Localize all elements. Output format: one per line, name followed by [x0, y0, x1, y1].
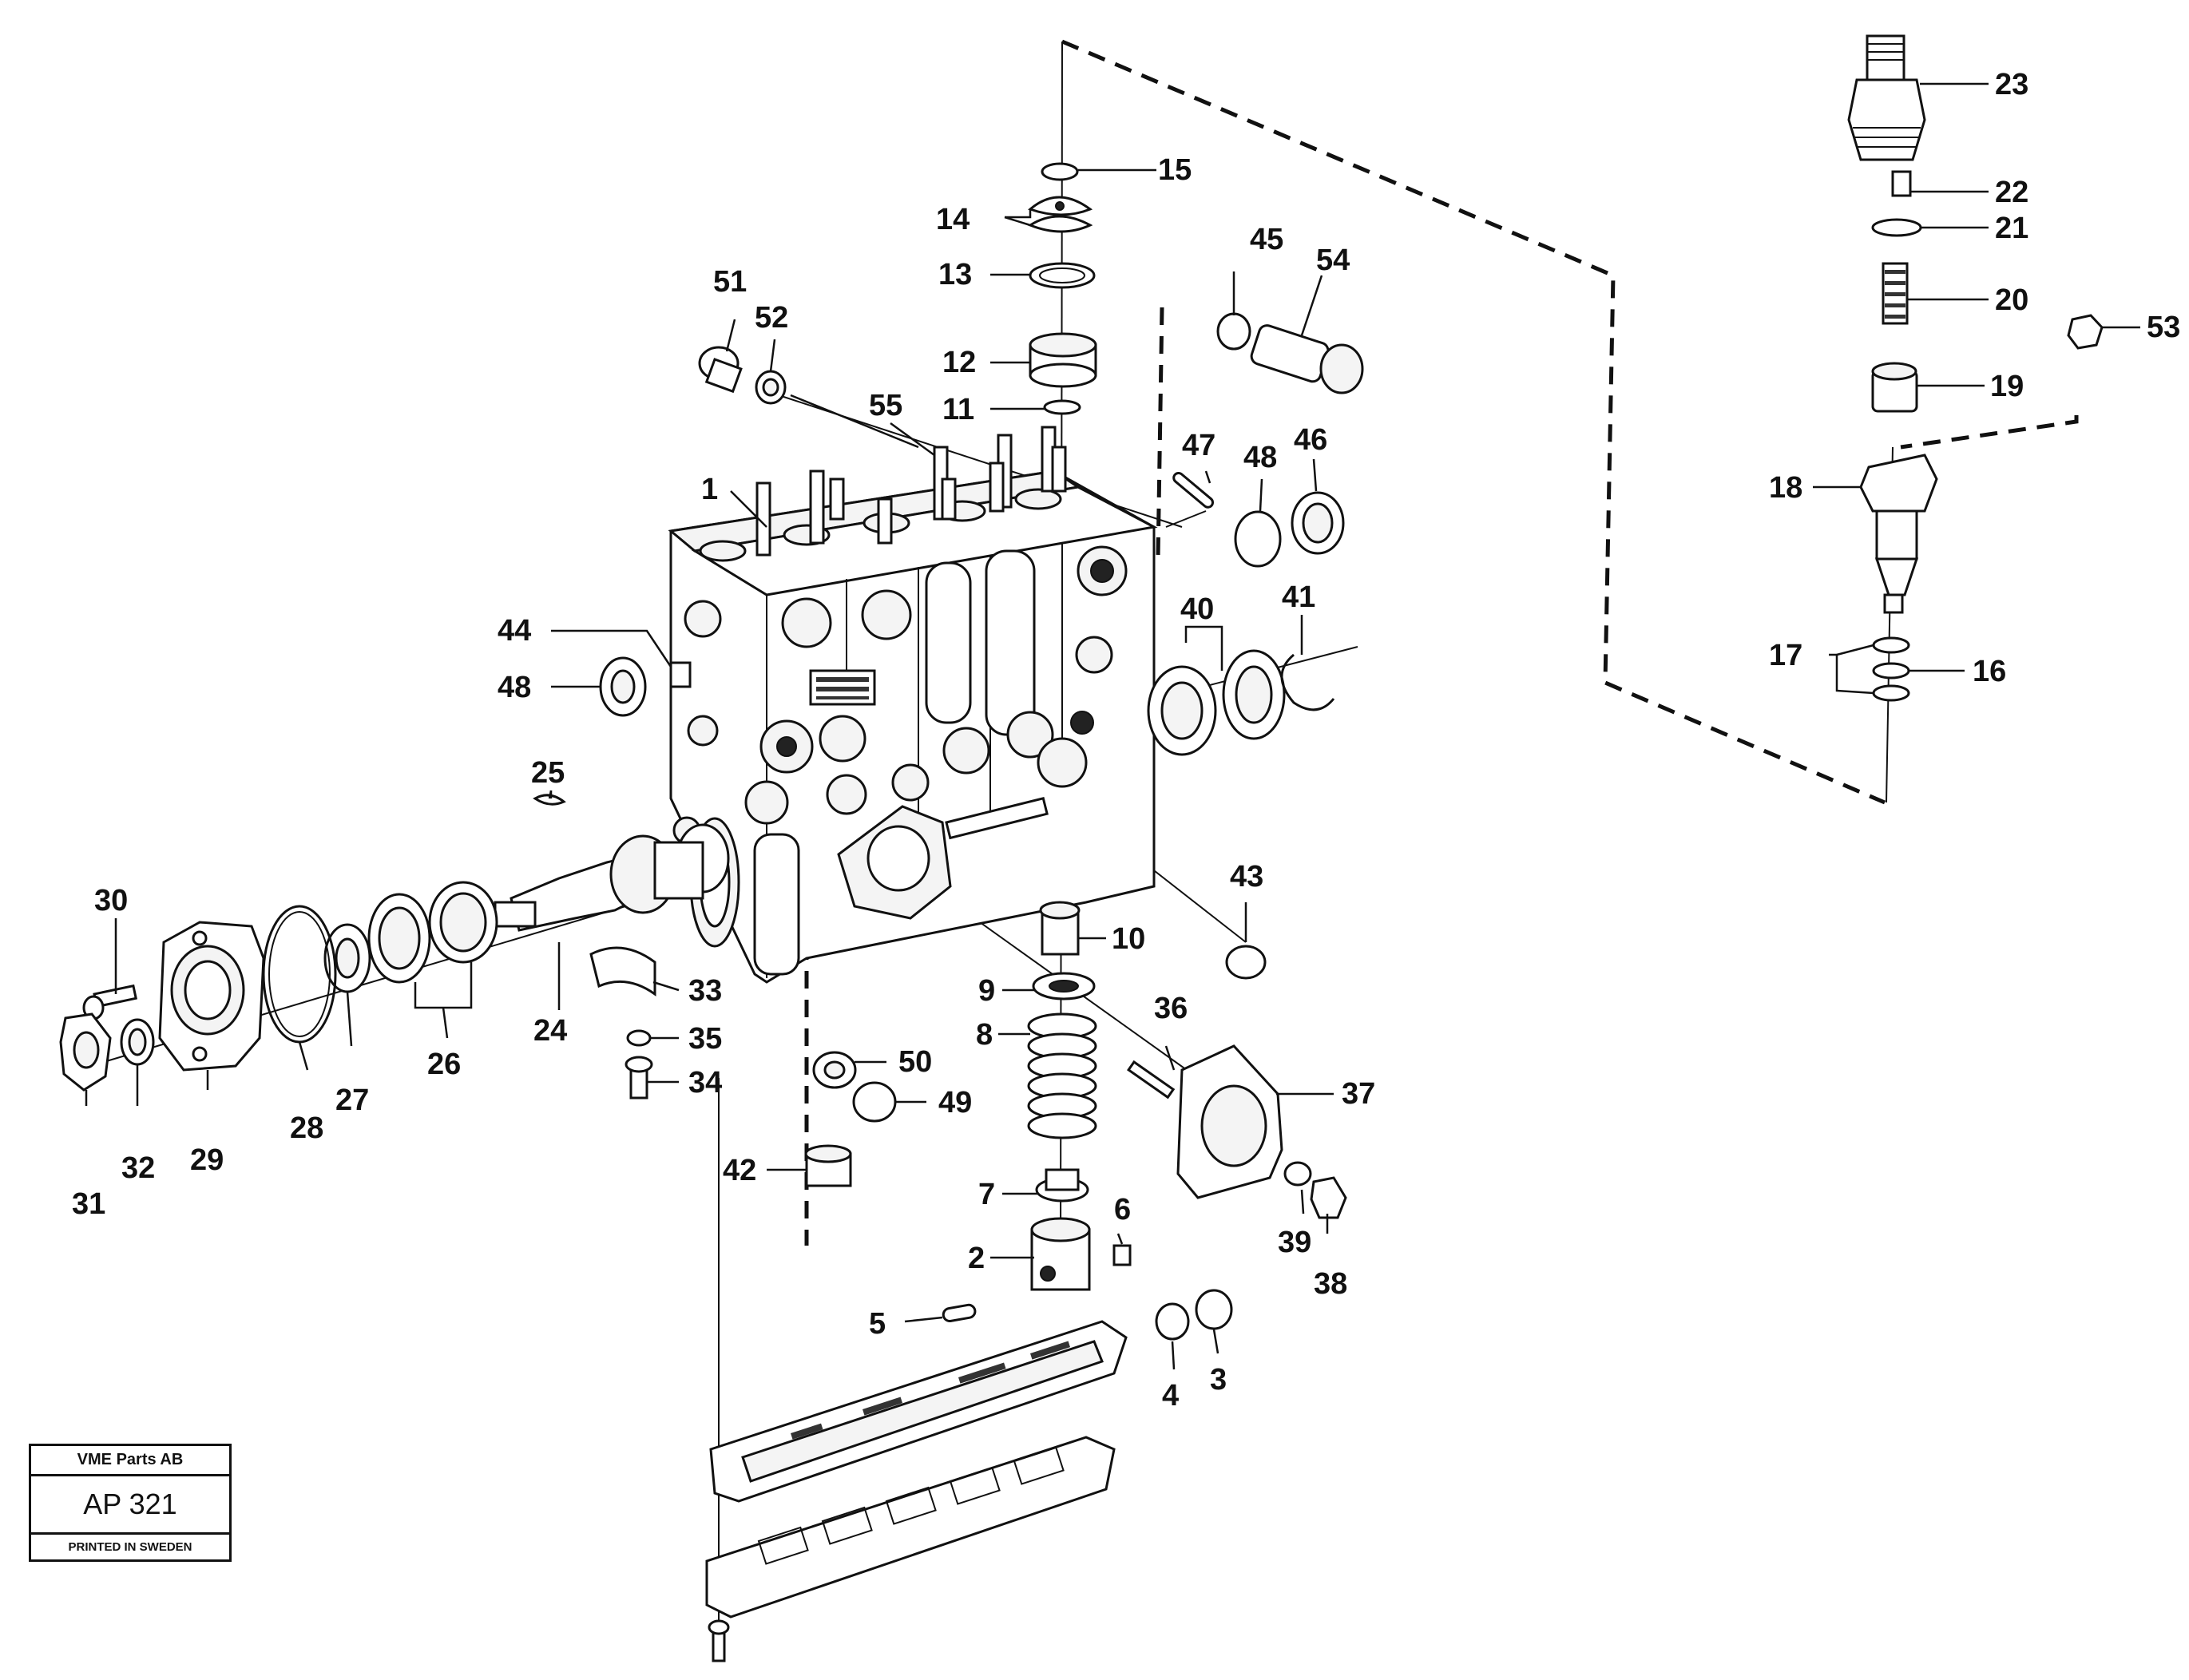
label-29: 29	[190, 1143, 224, 1177]
label-15: 15	[1158, 153, 1192, 187]
label-53: 53	[2147, 311, 2180, 344]
spring	[1027, 1012, 1097, 1139]
label-43: 43	[1230, 860, 1263, 893]
label-14: 14	[936, 203, 970, 236]
label-28: 28	[290, 1111, 323, 1145]
part-labels: 15 14 13 12 11 51 52 55 1 45 54 47 48 46…	[72, 68, 2180, 1413]
label-21: 21	[1995, 212, 2028, 245]
bottom-cover	[705, 1320, 1128, 1662]
label-50: 50	[898, 1045, 932, 1079]
title-block: VME Parts AB AP 321 PRINTED IN SWEDEN	[29, 1444, 232, 1562]
label-27: 27	[335, 1084, 369, 1117]
injector-assembly	[1847, 34, 1938, 702]
label-36: 36	[1154, 992, 1188, 1025]
title-block-code: AP 321	[31, 1476, 229, 1535]
title-block-printed: PRINTED IN SWEDEN	[68, 1540, 192, 1554]
label-9: 9	[978, 974, 995, 1008]
label-7: 7	[978, 1178, 995, 1211]
label-34: 34	[688, 1066, 722, 1100]
label-49: 49	[938, 1086, 972, 1119]
label-33: 33	[688, 974, 722, 1008]
label-23: 23	[1995, 68, 2028, 101]
label-6: 6	[1114, 1193, 1131, 1226]
side-parts	[599, 312, 2104, 1219]
label-45: 45	[1250, 223, 1283, 256]
label-22: 22	[1995, 176, 2028, 209]
label-17: 17	[1769, 639, 1802, 672]
label-46: 46	[1294, 423, 1327, 457]
label-55: 55	[869, 389, 902, 422]
tappet-stack	[942, 901, 1233, 1341]
title-block-company: VME Parts AB	[31, 1446, 229, 1476]
label-51: 51	[713, 265, 747, 299]
camshaft-assembly	[59, 794, 730, 1100]
leader-lines	[85, 82, 2140, 1370]
label-26: 26	[427, 1048, 461, 1081]
label-25: 25	[531, 756, 565, 790]
label-3: 3	[1210, 1363, 1227, 1397]
label-41: 41	[1282, 580, 1315, 614]
label-2: 2	[968, 1242, 985, 1275]
label-42: 42	[723, 1154, 756, 1187]
label-54: 54	[1316, 244, 1350, 277]
label-44: 44	[498, 614, 531, 648]
label-19: 19	[1990, 370, 2024, 403]
label-10: 10	[1112, 922, 1145, 956]
label-30: 30	[94, 884, 128, 917]
label-1: 1	[701, 473, 718, 506]
label-24: 24	[533, 1014, 567, 1048]
injector-spring	[1882, 262, 1909, 325]
label-18: 18	[1769, 471, 1802, 505]
label-5: 5	[869, 1307, 886, 1341]
label-31: 31	[72, 1187, 105, 1221]
label-37: 37	[1342, 1077, 1375, 1111]
label-11: 11	[942, 393, 974, 426]
label-52: 52	[755, 301, 788, 335]
label-48: 48	[498, 671, 531, 704]
label-38: 38	[1314, 1267, 1347, 1301]
delivery-valve-stack	[1027, 162, 1097, 415]
label-13: 13	[938, 258, 972, 291]
pump-housing	[668, 426, 1158, 984]
label-32: 32	[121, 1151, 155, 1185]
label-40: 40	[1180, 592, 1214, 626]
label-16: 16	[1973, 655, 2006, 688]
label-39: 39	[1278, 1226, 1311, 1259]
label-8: 8	[976, 1018, 993, 1052]
label-47: 47	[1182, 429, 1215, 462]
studs	[755, 426, 1067, 557]
label-20: 20	[1995, 283, 2028, 317]
label-12: 12	[942, 346, 976, 379]
label-48-right: 48	[1243, 441, 1277, 474]
label-4: 4	[1162, 1379, 1179, 1413]
label-35: 35	[688, 1022, 722, 1056]
